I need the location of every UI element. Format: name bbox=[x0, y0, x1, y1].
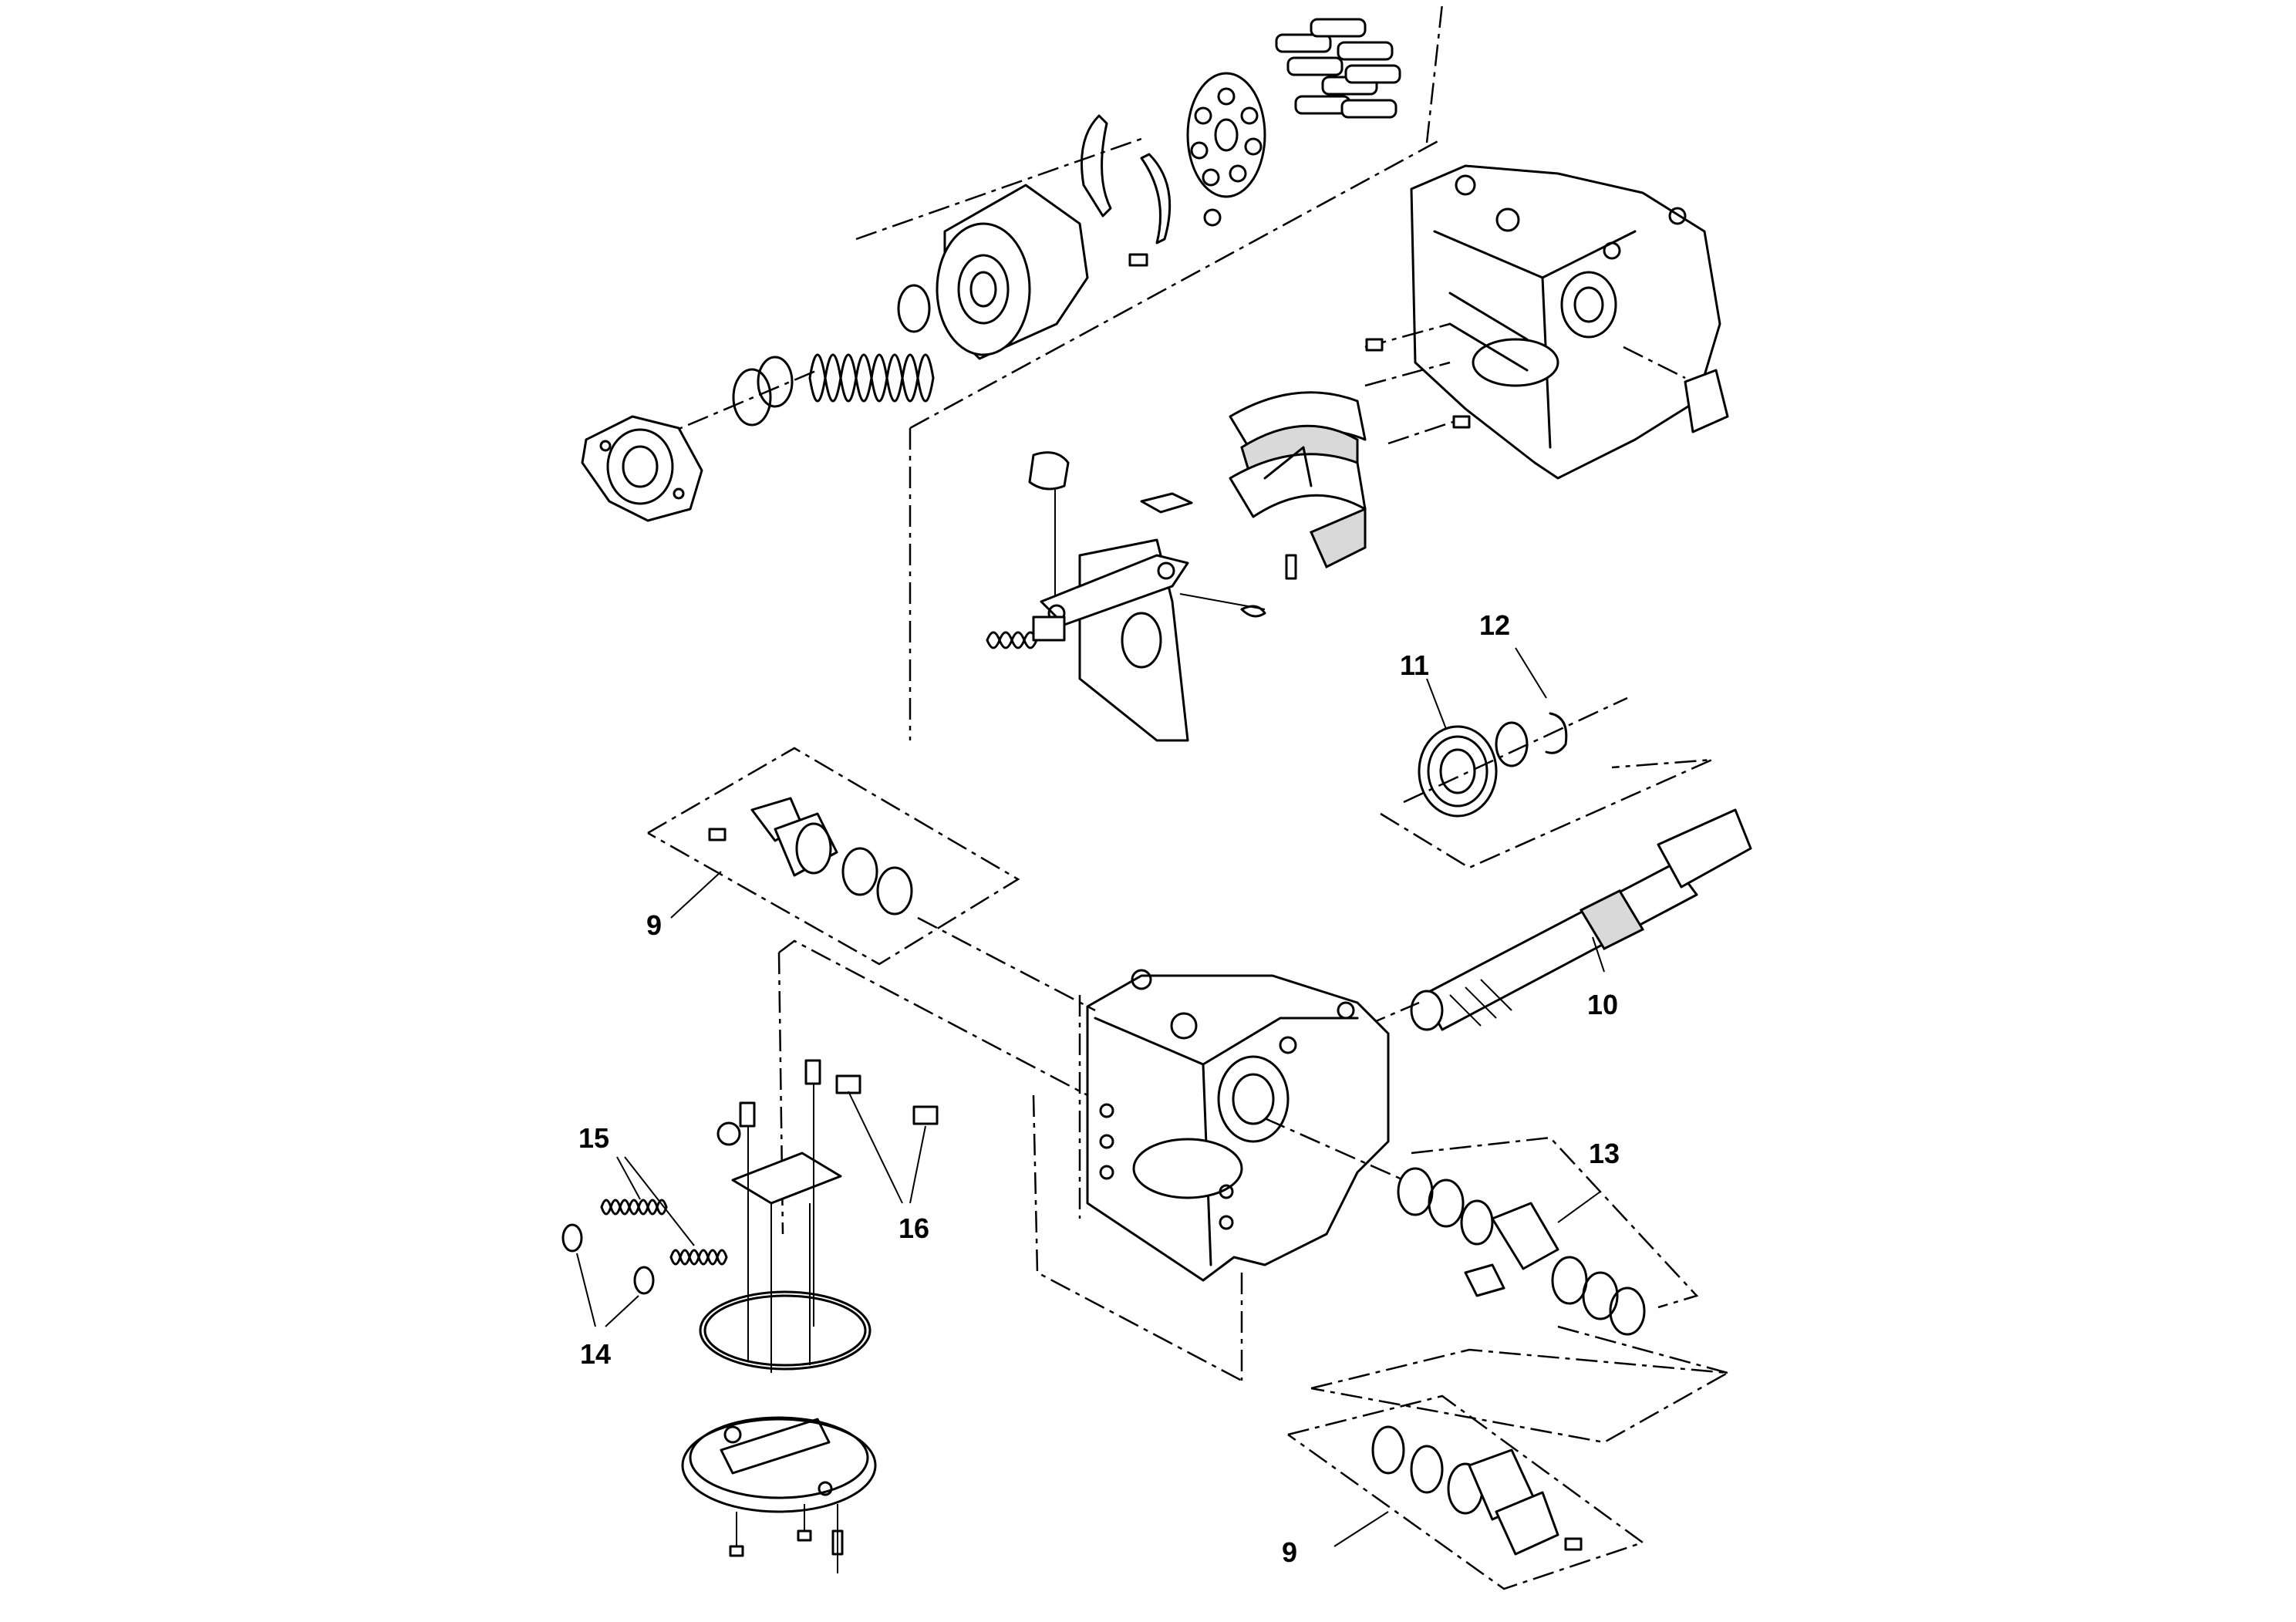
control-linkage bbox=[716, 1059, 939, 1373]
leader-15b bbox=[624, 1156, 695, 1246]
bearing-11 bbox=[1418, 725, 1498, 818]
ring-2 bbox=[757, 356, 794, 408]
leader-13 bbox=[1557, 1191, 1601, 1223]
link-bolt bbox=[1285, 554, 1297, 580]
cover-bolt-1 bbox=[729, 1545, 744, 1557]
pistons bbox=[1275, 18, 1401, 119]
retaining-ring-12 bbox=[1545, 712, 1568, 754]
upper-housing bbox=[1410, 164, 1721, 480]
pin-1 bbox=[1203, 208, 1222, 227]
cover-line-c bbox=[1032, 1094, 1242, 1382]
leader-11 bbox=[1426, 678, 1447, 730]
cover-o-ring-inner bbox=[703, 1294, 867, 1367]
spool-kit-13 bbox=[1397, 1136, 1728, 1374]
callout-9-upper: 9 bbox=[646, 909, 662, 941]
guide-half-ring-2 bbox=[1140, 153, 1172, 244]
leader-9a bbox=[670, 871, 722, 919]
bearing-axis-line bbox=[1403, 696, 1628, 804]
servo-kit-9-upper bbox=[647, 747, 1020, 966]
callout-9-lower: 9 bbox=[1282, 1536, 1297, 1568]
piston-plate bbox=[1186, 72, 1266, 198]
cylinder-block bbox=[936, 184, 1089, 360]
callout-16: 16 bbox=[899, 1212, 929, 1244]
callout-11: 11 bbox=[1400, 649, 1429, 681]
servo-line-upper bbox=[917, 916, 1096, 1012]
dowel-line-2 bbox=[1364, 361, 1451, 387]
leader-14b bbox=[605, 1295, 639, 1327]
ring-1 bbox=[732, 368, 772, 427]
drive-shaft-10 bbox=[1410, 808, 1752, 1031]
main-housing bbox=[1078, 969, 1390, 1282]
cover-bolt-2 bbox=[797, 1529, 812, 1542]
swashplate bbox=[1229, 391, 1367, 569]
control-lever bbox=[986, 554, 1266, 649]
callout-14: 14 bbox=[580, 1338, 611, 1370]
o-ring-14b bbox=[633, 1266, 655, 1295]
bottom-cover bbox=[681, 1416, 877, 1513]
control-springs-15 bbox=[600, 1199, 728, 1266]
side-cover-plate bbox=[1684, 369, 1729, 433]
servo-line-lower bbox=[1264, 1117, 1404, 1182]
leader-16b bbox=[909, 1125, 926, 1204]
ring-3 bbox=[897, 284, 931, 333]
bolt-small-1 bbox=[1128, 253, 1148, 267]
coil-spring bbox=[808, 353, 935, 403]
rotating-group-box bbox=[909, 3, 1444, 740]
servo-kit-9-lower bbox=[1287, 1348, 1731, 1590]
leader-12 bbox=[1515, 647, 1547, 699]
leader-14a bbox=[576, 1253, 596, 1327]
callout-13: 13 bbox=[1589, 1138, 1620, 1169]
callout-15: 15 bbox=[578, 1122, 609, 1154]
dowel-line-3 bbox=[1387, 419, 1458, 445]
leader-10 bbox=[1592, 936, 1605, 973]
side-cover-line bbox=[1623, 346, 1686, 379]
axis-line-upper-2 bbox=[616, 369, 818, 457]
washer bbox=[1495, 721, 1529, 767]
axis-line-upper bbox=[855, 137, 1142, 241]
leader-15a bbox=[616, 1156, 641, 1200]
leader-9b bbox=[1333, 1511, 1389, 1547]
servo-pin-block bbox=[1028, 451, 1070, 491]
guide-half-ring-1 bbox=[1081, 114, 1112, 218]
leader-16a bbox=[848, 1091, 903, 1204]
bearing-kit-box bbox=[1380, 758, 1713, 869]
o-ring-14a bbox=[561, 1223, 583, 1253]
callout-10: 10 bbox=[1587, 989, 1618, 1020]
callout-12: 12 bbox=[1479, 609, 1510, 641]
link-arm bbox=[1140, 492, 1193, 514]
dowel-1 bbox=[1365, 338, 1384, 352]
retainer-plate bbox=[581, 415, 703, 522]
cover-line-b bbox=[778, 939, 1088, 1097]
dowel-2 bbox=[1452, 415, 1471, 429]
cover-o-ring bbox=[699, 1290, 872, 1371]
